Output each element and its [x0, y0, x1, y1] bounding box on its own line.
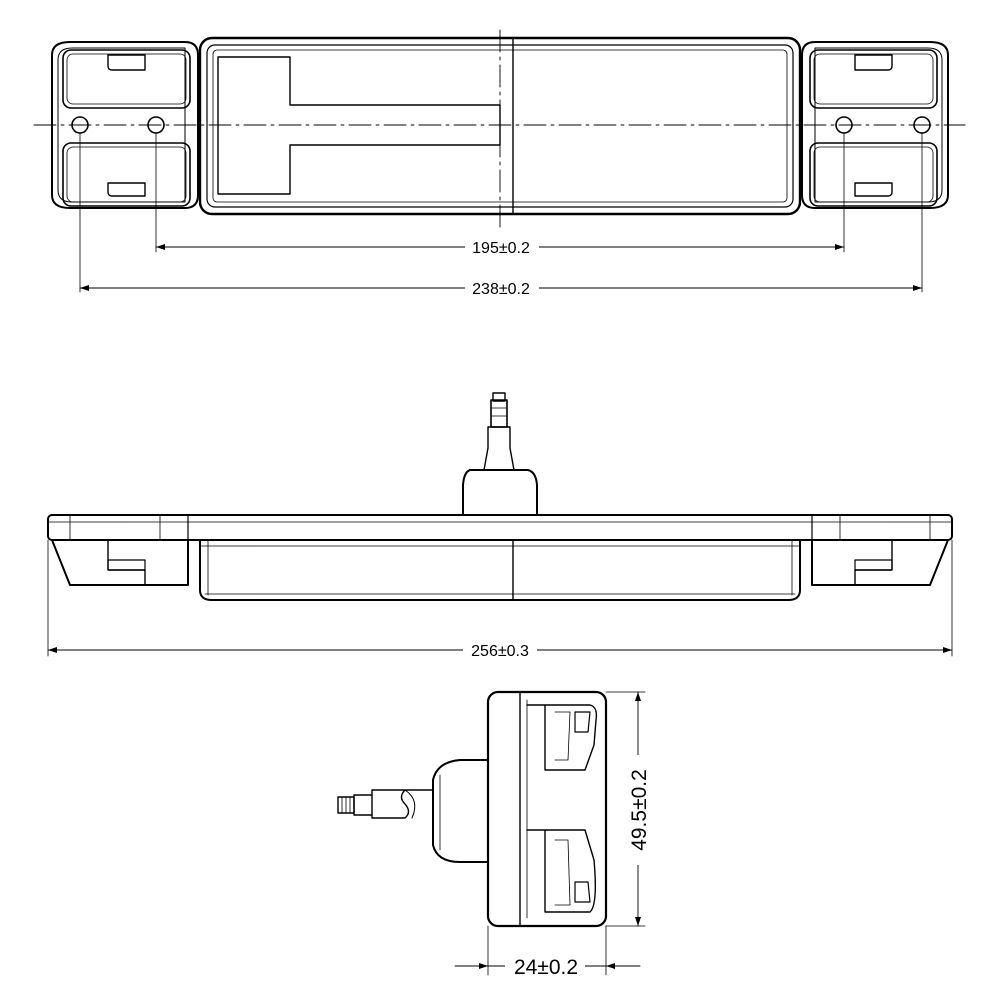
dimension-label-height: 49.5±0.2 — [628, 769, 651, 851]
top-left-end-cap — [51, 41, 199, 209]
front-left-foot — [51, 514, 189, 586]
top-view — [33, 29, 966, 293]
dimension-label-overall-length: 256±0.3 — [471, 643, 529, 660]
front-cable-connector — [462, 392, 538, 516]
dimension-label-hole-pitch: 195±0.2 — [472, 240, 530, 257]
dimension-label-hole-span: 238±0.2 — [472, 281, 530, 298]
front-main-bar — [47, 514, 953, 601]
front-right-foot — [811, 514, 949, 586]
side-view — [337, 690, 646, 976]
dimension-label-depth: 24±0.2 — [514, 956, 578, 979]
front-view — [47, 392, 953, 657]
